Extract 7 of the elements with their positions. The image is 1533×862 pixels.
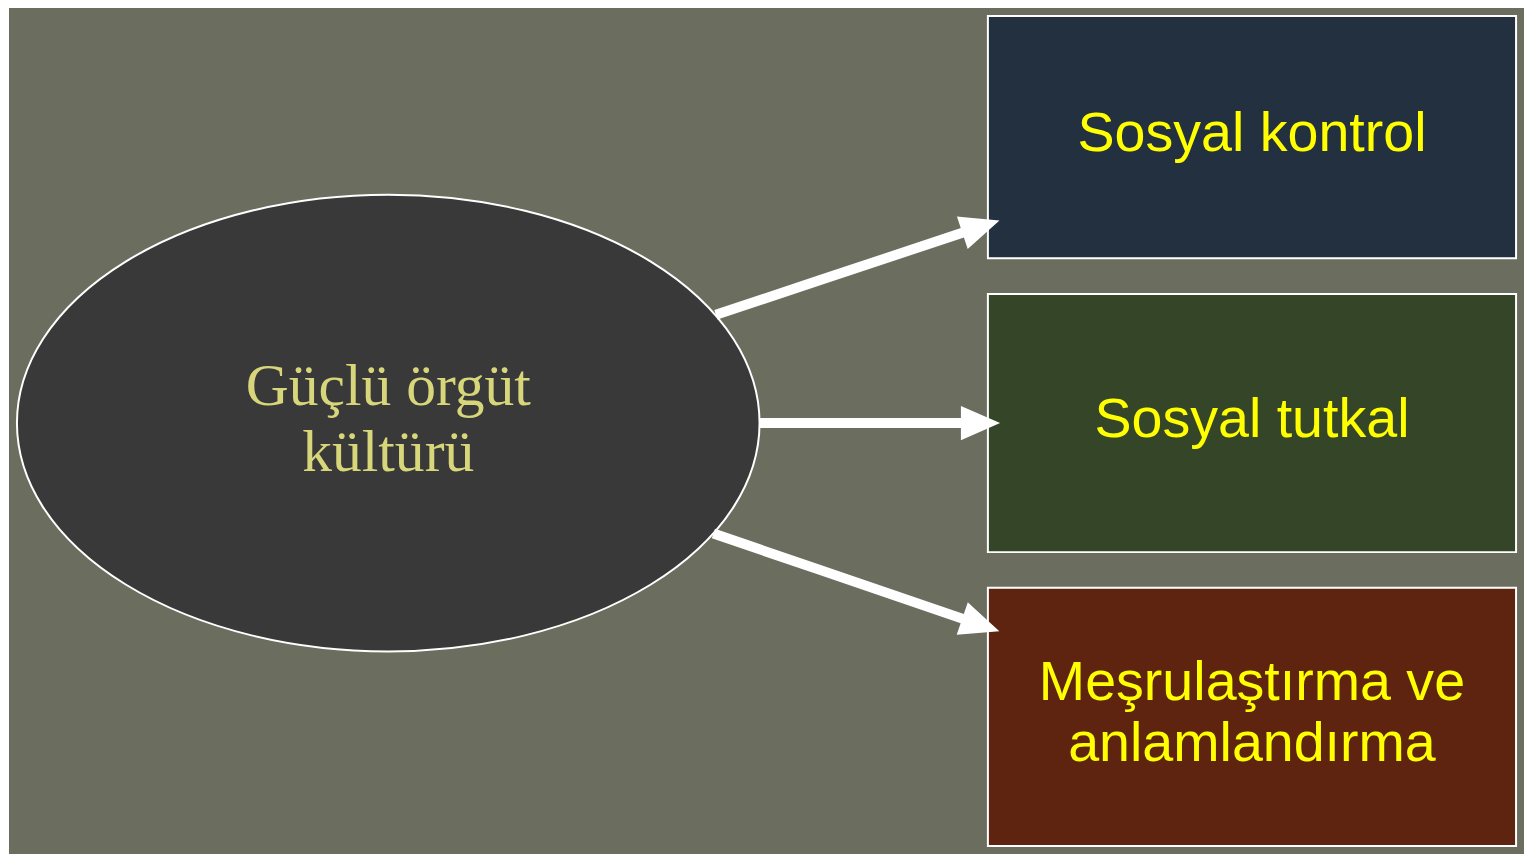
arrow: [714, 216, 1000, 320]
node-box: Meşrulaştırma ve anlamlandırma: [986, 586, 1518, 847]
arrow: [711, 528, 1000, 635]
arrow: [759, 405, 1001, 441]
node-ellipse: Güçlü örgüt kültürü: [15, 193, 761, 653]
node-box: Sosyal kontrol: [986, 15, 1518, 260]
node-box: Sosyal tutkal: [986, 293, 1518, 554]
